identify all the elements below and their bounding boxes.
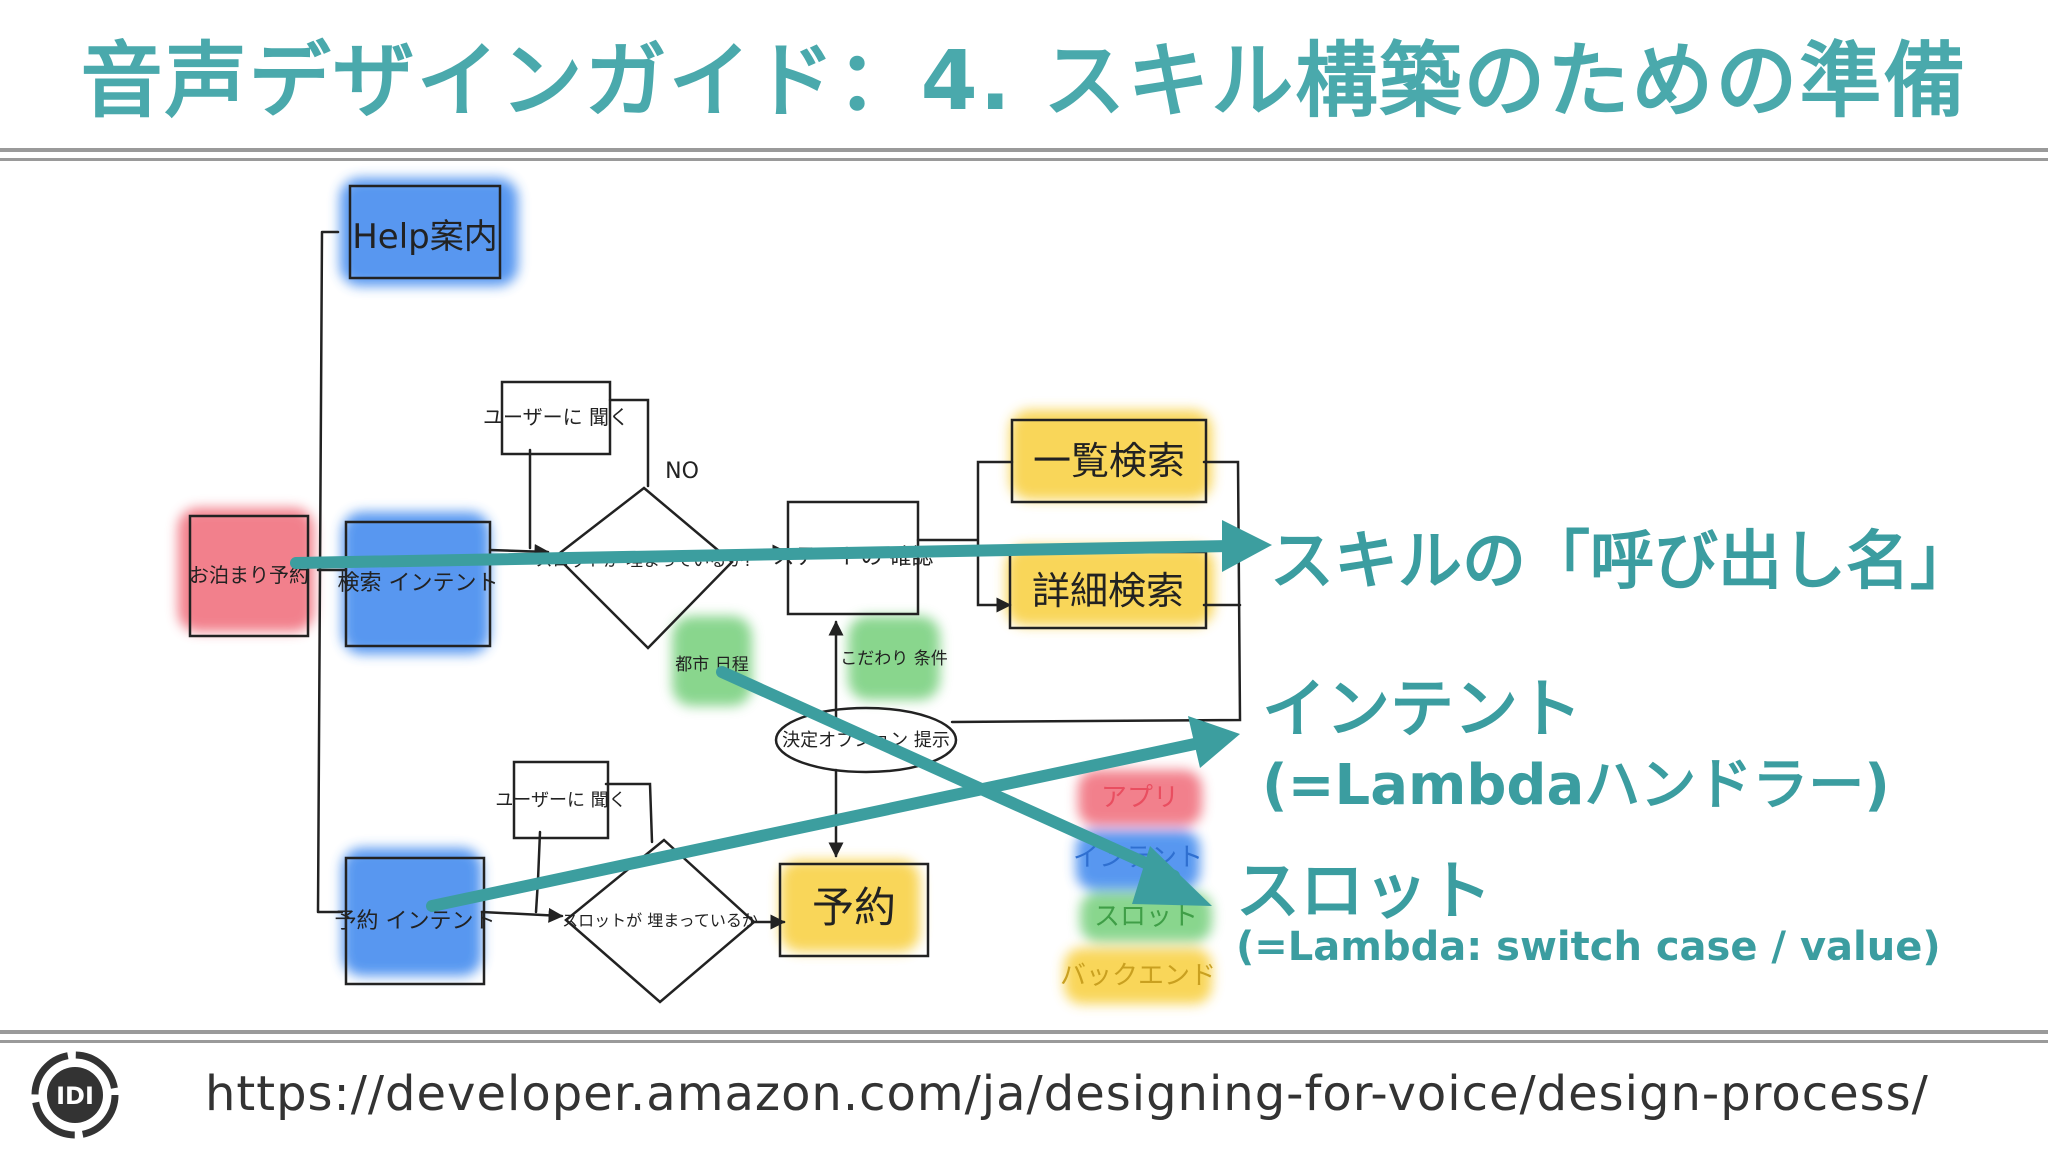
city-date-highlight	[672, 616, 752, 706]
ask-user-bottom-label: ユーザーに 聞く	[495, 790, 626, 811]
page-title: 音声デザインガイド：4. スキル構築のための準備	[80, 34, 1968, 129]
title-rule	[0, 148, 2048, 152]
legend-app-swatch	[1078, 770, 1202, 826]
detail-search-label: 詳細検索	[1032, 569, 1184, 613]
list-search-box	[1010, 418, 1208, 504]
footer-rule	[0, 1030, 2048, 1034]
slot-annotation-line2: (=Lambda: switch case / value)	[1236, 924, 1941, 970]
intent-arrowhead	[1188, 716, 1240, 768]
search-intent-label: 検索 インテント	[338, 571, 499, 596]
book-intent-box	[344, 856, 486, 986]
legend-app-label: アプリ	[1101, 783, 1179, 813]
search-intent-highlight	[342, 512, 490, 654]
slot-arrow	[716, 666, 1180, 882]
book-intent-label: 予約 インテント	[335, 909, 496, 934]
slot-annotation-line1: スロット	[1236, 855, 1492, 929]
intent-annotation-line1: インテント	[1262, 673, 1582, 747]
legend-backend-swatch	[1064, 948, 1212, 1004]
source-url[interactable]: https://developer.amazon.com/ja/designin…	[205, 1066, 1929, 1122]
help-highlight	[340, 178, 518, 286]
slot-check-bottom-label: スロットが 埋まっているか	[562, 911, 758, 930]
slot-check-top-diamond	[554, 486, 734, 650]
main-branch-line	[316, 230, 344, 914]
idi-logo: IDI	[31, 1051, 119, 1139]
ask-user-top-box	[500, 380, 612, 456]
ask-user-bottom-box	[512, 760, 610, 840]
book-highlight	[780, 860, 920, 952]
list-search-highlight	[1010, 410, 1212, 500]
title-rule-thin	[0, 158, 2048, 161]
city-date-label: 都市 日程	[675, 655, 748, 675]
ask-user-loop-top	[528, 398, 650, 550]
state-to-searches	[916, 460, 1012, 605]
book-intent-highlight	[342, 848, 482, 976]
ask-user-top-label: ユーザーに 聞く	[483, 405, 629, 429]
search-intent-box	[344, 520, 492, 648]
intent-arrow	[426, 736, 1210, 912]
reservation-label: お泊まり予約	[189, 563, 309, 587]
book-box	[778, 862, 930, 958]
legend-backend-label: バックエンド	[1060, 961, 1216, 991]
help-box	[348, 184, 502, 280]
help-label: Help案内	[352, 217, 498, 257]
intent-annotation-line2: (=Lambdaハンドラー)	[1262, 753, 1890, 818]
logo-text: IDI	[56, 1082, 94, 1110]
decision-ellipse	[774, 706, 958, 774]
reservation-box	[188, 514, 310, 638]
legend-slot-label: スロット	[1094, 902, 1198, 932]
no-label: NO	[665, 459, 699, 484]
book-label: 予約	[812, 883, 896, 932]
invocation-arrow	[290, 540, 1236, 569]
footer-rule-thin	[0, 1040, 2048, 1043]
reservation-highlight	[178, 508, 314, 632]
invocation-arrowhead	[1222, 520, 1272, 572]
conditions-highlight	[848, 616, 940, 700]
conditions-label: こだわり 条件	[840, 649, 947, 669]
invocation-annotation: スキルの「呼び出し名」	[1270, 525, 1974, 599]
list-search-label: 一覧検索	[1033, 439, 1185, 483]
book-intent-to-slot	[480, 907, 564, 923]
slot-check-bottom-diamond	[564, 838, 756, 1004]
search-return	[950, 460, 1242, 724]
detail-search-highlight	[1006, 546, 1214, 626]
slot-arrowhead	[1132, 846, 1212, 906]
to-slot-top	[488, 544, 550, 560]
